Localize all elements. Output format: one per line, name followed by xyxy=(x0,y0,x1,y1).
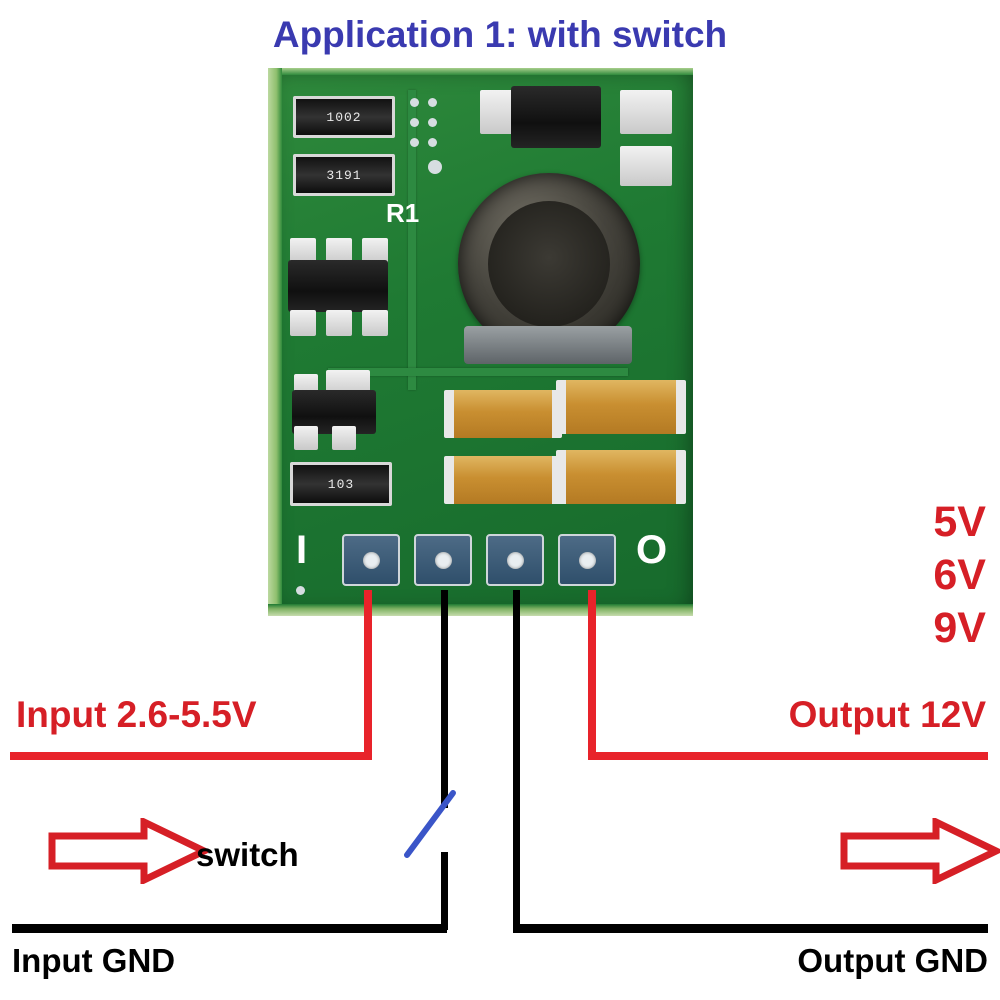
output-voltage-6v: 6V xyxy=(933,551,986,599)
via xyxy=(428,160,442,174)
solder-pad xyxy=(620,90,672,134)
output-wire-horizontal xyxy=(588,752,988,760)
pad-vin xyxy=(342,534,400,586)
output-flow-arrow-icon xyxy=(840,818,1000,884)
output-gnd-rail xyxy=(513,924,988,933)
diode-package xyxy=(511,86,601,148)
via xyxy=(428,98,437,107)
silk-input-marker: I xyxy=(296,528,308,572)
via xyxy=(428,138,437,147)
via xyxy=(428,118,437,127)
page-title: Application 1: with switch xyxy=(272,14,728,55)
capacitor xyxy=(556,380,686,434)
solder-pad xyxy=(362,310,388,336)
capacitor xyxy=(444,390,562,438)
resistor-1002: 1002 xyxy=(293,96,395,138)
capacitor xyxy=(444,456,562,504)
silk-output-marker: O xyxy=(636,528,668,572)
pad-vout xyxy=(558,534,616,586)
solder-pad xyxy=(326,238,352,264)
switch-wire-upper xyxy=(441,590,448,808)
switch-lever[interactable] xyxy=(395,785,465,860)
solder-pad xyxy=(290,238,316,264)
output-voltage-9v: 9V xyxy=(933,604,986,652)
pcb-top-edge xyxy=(268,68,693,75)
solder-pad xyxy=(290,310,316,336)
pcb-left-edge xyxy=(268,68,282,616)
solder-pad xyxy=(362,238,388,264)
solder-pad xyxy=(294,426,318,450)
solder-pad xyxy=(326,310,352,336)
input-wire-horizontal xyxy=(10,752,372,760)
inductor-pad xyxy=(464,326,632,364)
via xyxy=(296,586,305,595)
output-voltage-label: Output 12V xyxy=(788,694,986,735)
switch-label: switch xyxy=(196,836,299,873)
silk-r1: R1 xyxy=(386,198,420,228)
resistor-3191: 3191 xyxy=(293,154,395,196)
inductor-core xyxy=(488,201,610,327)
pad-gnd xyxy=(486,534,544,586)
output-voltage-5v: 5V xyxy=(933,498,986,546)
solder-pad xyxy=(332,426,356,450)
pcb-trace xyxy=(328,368,628,376)
via xyxy=(410,98,419,107)
input-voltage-label: Input 2.6-5.5V xyxy=(16,694,257,735)
pcb-bottom-edge xyxy=(268,604,693,616)
via xyxy=(410,118,419,127)
output-gnd-label: Output GND xyxy=(797,942,988,979)
ic-package xyxy=(288,260,388,312)
switch-wire-lower xyxy=(441,852,448,930)
inductor xyxy=(458,173,640,355)
input-wire-vertical xyxy=(364,590,372,760)
pcb-trace xyxy=(408,90,416,390)
pcb-board: 1002 3191 R1 xyxy=(268,68,693,616)
gnd-wire-vertical xyxy=(513,590,520,930)
pad-en xyxy=(414,534,472,586)
input-gnd-label: Input GND xyxy=(12,942,176,979)
output-wire-vertical xyxy=(588,590,596,760)
solder-pad xyxy=(620,146,672,186)
capacitor xyxy=(556,450,686,504)
input-flow-arrow-icon xyxy=(48,818,208,884)
resistor-103: 103 xyxy=(290,462,392,506)
input-gnd-rail xyxy=(12,924,447,933)
via xyxy=(410,138,419,147)
